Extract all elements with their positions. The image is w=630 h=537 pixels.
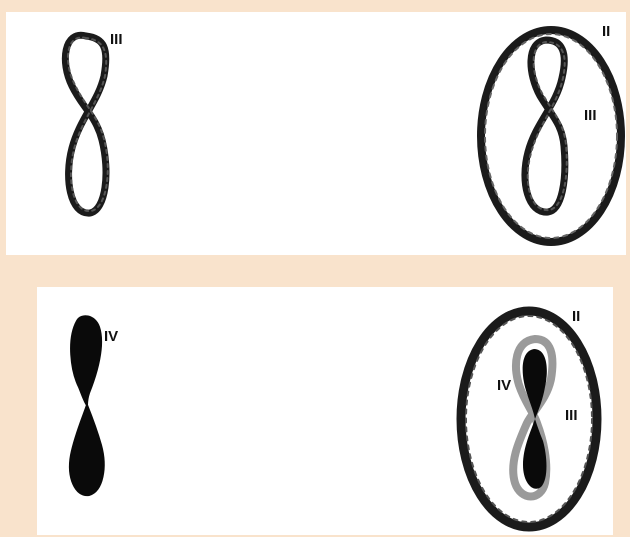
bottom-panel-drawing [37, 287, 613, 535]
top-panel-drawing [6, 12, 626, 255]
top-panel: III II III [6, 12, 626, 255]
solid-figure-iv [70, 316, 104, 495]
figure-eight-iii [65, 35, 107, 213]
bottom-panel: IV II IV III [37, 287, 613, 535]
label-iii-left: III [110, 32, 123, 47]
label-ii-right: II [602, 24, 610, 39]
figure-eight-iii-inner [525, 40, 567, 212]
label-ii-bottom: II [572, 309, 580, 324]
label-iii-bottom: III [565, 408, 578, 423]
label-iv-bottom: IV [497, 378, 511, 393]
label-iv-left: IV [104, 329, 118, 344]
label-iii-right: III [584, 108, 597, 123]
